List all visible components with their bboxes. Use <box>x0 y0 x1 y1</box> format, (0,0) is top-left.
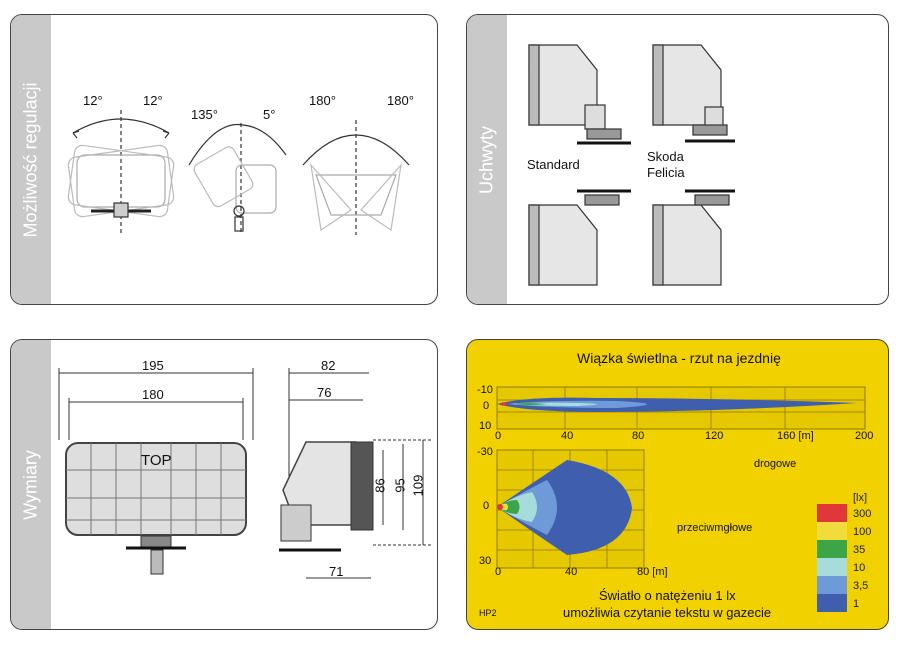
angle-right-3: 180° <box>387 93 414 108</box>
legend-label: 10 <box>853 562 866 574</box>
beam-note-2: umożliwia czytanie tekstu w gazecie <box>563 605 772 620</box>
beam-title: Wiązka świetlna - rzut na jezdnię <box>577 350 781 366</box>
mount-skoda-label-2: Felicia <box>647 165 685 180</box>
fog-label: przeciwmgłowe <box>677 522 753 534</box>
legend-label: 35 <box>853 544 866 556</box>
road-x-tick-1: 0 <box>495 430 502 442</box>
dim-109: 109 <box>410 474 426 497</box>
legend-swatch <box>817 540 847 558</box>
angle-right-1: 12° <box>143 93 163 108</box>
road-y-tick-1: -10 <box>477 384 493 396</box>
beam-panel: Wiązka świetlna - rzut na jezdnię -10 0 … <box>466 339 889 630</box>
angle-left-1: 12° <box>83 93 103 108</box>
top-label: TOP <box>141 452 172 469</box>
legend-swatch <box>817 522 847 540</box>
legend-label: 100 <box>853 526 872 538</box>
dimensions-panel: Wymiary <box>10 339 438 630</box>
dim-195: 195 <box>142 358 164 373</box>
road-x-tick-4: 120 <box>705 430 724 442</box>
legend-label: 1 <box>853 598 860 610</box>
angle-left-3: 180° <box>309 93 336 108</box>
legend-label: 300 <box>853 508 872 520</box>
dim-180: 180 <box>142 387 164 402</box>
dim-95: 95 <box>392 478 408 493</box>
angle-left-2: 135° <box>191 107 218 122</box>
side-bar: Wymiary <box>11 340 51 629</box>
side-bar: Możliwość regulacji <box>11 15 51 304</box>
legend-label: 3,5 <box>853 580 869 592</box>
legend-unit: [lx] <box>853 492 868 504</box>
dim-82: 82 <box>321 358 336 373</box>
dim-71: 71 <box>329 564 344 579</box>
beam-code: HP2 <box>479 608 497 618</box>
fog-x-tick-3: 80 [m] <box>637 566 668 578</box>
legend-swatch <box>817 594 847 612</box>
road-y-tick-2: 0 <box>483 400 490 412</box>
fog-x-tick-2: 40 <box>565 566 578 578</box>
fog-x-tick-1: 0 <box>495 566 502 578</box>
dim-76: 76 <box>317 385 332 400</box>
legend-swatch <box>817 576 847 594</box>
dim-86: 86 <box>372 478 388 493</box>
angle-right-2: 5° <box>263 107 276 122</box>
road-x-tick-2: 40 <box>561 430 574 442</box>
beam-note-1: Światło o natężeniu 1 lx <box>599 588 736 603</box>
dimensions-drawing <box>58 368 431 579</box>
legend-swatch <box>817 558 847 576</box>
mount-skoda-label-1: Skoda <box>647 149 684 164</box>
mounts-drawing <box>528 44 735 286</box>
adjustment-drawing <box>67 110 410 235</box>
fog-y-tick-3: 30 <box>479 555 492 567</box>
fog-y-tick-1: -30 <box>477 446 493 458</box>
road-y-tick-3: 10 <box>479 420 492 432</box>
fog-y-tick-2: 0 <box>483 500 490 512</box>
mount-standard-label: Standard <box>527 157 580 172</box>
legend-swatch <box>817 504 847 522</box>
adjustment-panel: Możliwość regulacji <box>10 14 438 305</box>
road-x-tick-6: 200 <box>855 430 874 442</box>
road-x-tick-3: 80 <box>632 430 645 442</box>
road-x-tick-5: 160 [m] <box>777 430 814 442</box>
side-bar: Uchwyty <box>467 15 507 304</box>
road-label: drogowe <box>754 458 797 470</box>
beam-diagram <box>496 386 866 569</box>
mounts-panel: Uchwyty Standard Skoda Felicia <box>466 14 889 305</box>
